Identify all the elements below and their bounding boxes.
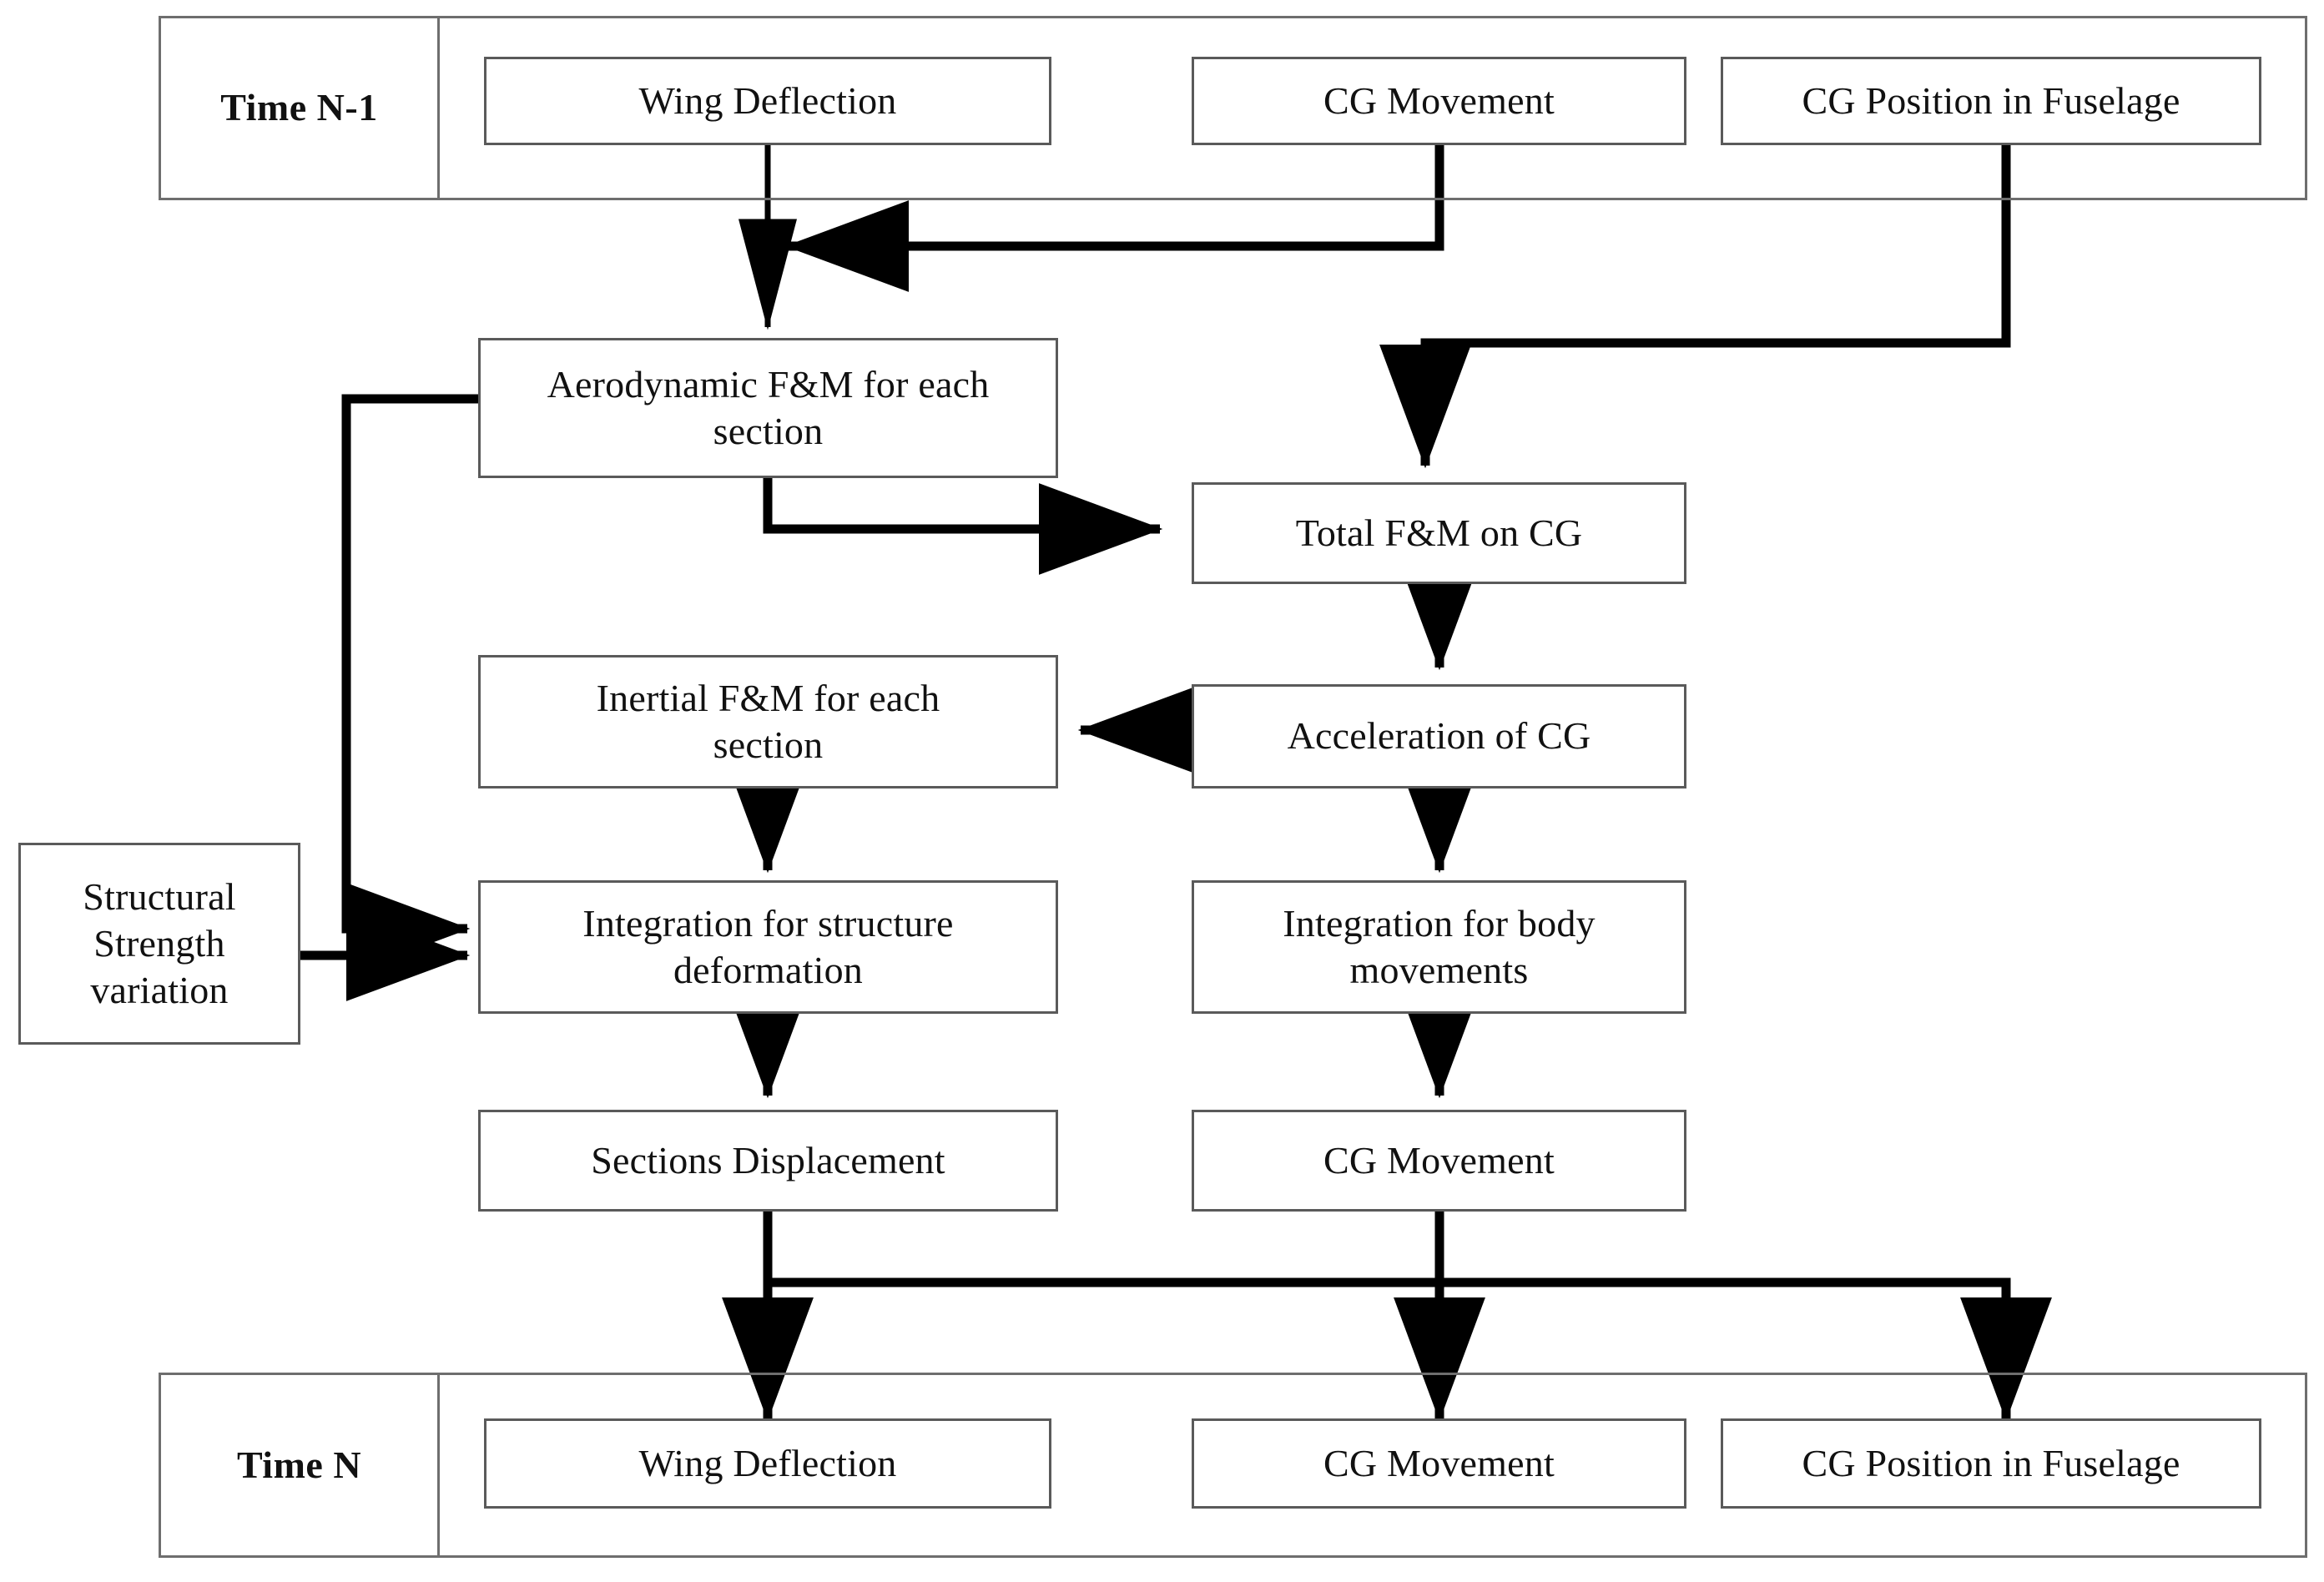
time-n-label-box: Time N — [159, 1373, 440, 1558]
box-structural-strength-variation[interactable]: Structural Strength variation — [18, 843, 300, 1045]
edge-aerodynamic-to-total-fm — [763, 478, 1163, 575]
box-cg-position-prev-label: CG Position in Fuselage — [1802, 78, 2180, 122]
box-integration-body-label: Integration for body movements — [1283, 901, 1596, 991]
edge-cg-position-to-total-fm — [1379, 145, 2011, 469]
box-sections-displacement-label: Sections Displacement — [591, 1138, 945, 1181]
box-wing-deflection-next[interactable]: Wing Deflection — [484, 1418, 1051, 1509]
box-cg-movement-prev-label: CG Movement — [1323, 78, 1555, 122]
box-cg-movement-out[interactable]: CG Movement — [1192, 1110, 1686, 1212]
box-cg-movement-prev[interactable]: CG Movement — [1192, 57, 1686, 145]
box-cg-movement-next[interactable]: CG Movement — [1192, 1418, 1686, 1509]
box-inertial-fm[interactable]: Inertial F&M for each section — [478, 655, 1058, 788]
box-wing-deflection-prev-label: Wing Deflection — [638, 78, 897, 122]
box-acceleration-of-cg-label: Acceleration of CG — [1287, 714, 1591, 758]
box-aerodynamic-fm-label: Aerodynamic F&M for each section — [547, 362, 990, 452]
box-integration-structure[interactable]: Integration for structure deformation — [478, 880, 1058, 1014]
edge-cg-movement-to-aerodynamic — [784, 145, 1444, 292]
box-cg-movement-next-label: CG Movement — [1323, 1441, 1555, 1484]
box-total-fm-on-cg-label: Total F&M on CG — [1295, 511, 1583, 554]
box-cg-position-next[interactable]: CG Position in Fuselage — [1721, 1418, 2261, 1509]
box-cg-movement-out-label: CG Movement — [1323, 1138, 1555, 1181]
box-cg-position-next-label: CG Position in Fuselage — [1802, 1441, 2180, 1484]
time-n-minus-1-label: Time N-1 — [220, 86, 378, 129]
time-n-label: Time N — [236, 1443, 362, 1486]
box-aerodynamic-fm[interactable]: Aerodynamic F&M for each section — [478, 338, 1058, 478]
edge-aerodynamic-to-integration-structure — [341, 394, 478, 975]
box-structural-strength-variation-label: Structural Strength variation — [83, 874, 236, 1012]
time-n-minus-1-label-box: Time N-1 — [159, 16, 440, 200]
box-total-fm-on-cg[interactable]: Total F&M on CG — [1192, 482, 1686, 584]
box-wing-deflection-next-label: Wing Deflection — [638, 1441, 897, 1484]
box-inertial-fm-label: Inertial F&M for each section — [596, 676, 940, 766]
box-acceleration-of-cg[interactable]: Acceleration of CG — [1192, 684, 1686, 788]
box-cg-position-prev[interactable]: CG Position in Fuselage — [1721, 57, 2261, 145]
box-sections-displacement[interactable]: Sections Displacement — [478, 1110, 1058, 1212]
box-integration-body[interactable]: Integration for body movements — [1192, 880, 1686, 1014]
box-wing-deflection-prev[interactable]: Wing Deflection — [484, 57, 1051, 145]
box-integration-structure-label: Integration for structure deformation — [582, 901, 954, 991]
